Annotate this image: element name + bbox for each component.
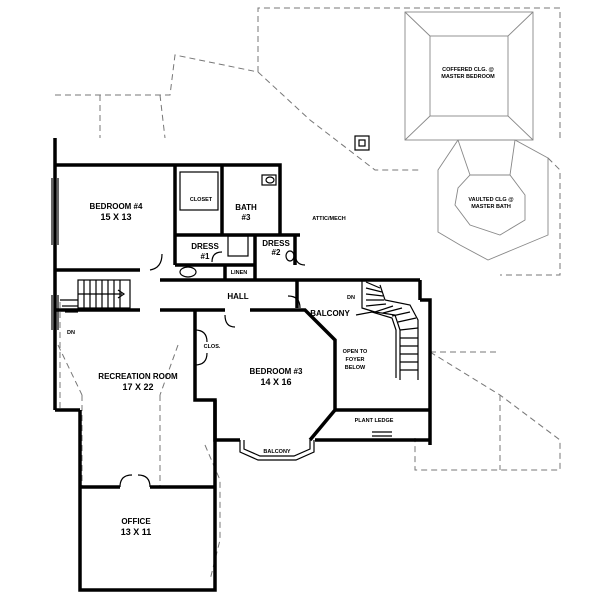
linen-label: LINEN (231, 270, 248, 276)
fixtures (51, 171, 392, 488)
dress-1-label: DRESS (191, 242, 219, 251)
room-labels: BEDROOM #4 15 X 13 CLOSET BATH #3 DRESS … (67, 67, 514, 537)
bath-3-label: BATH (235, 203, 257, 212)
chimney (354, 135, 370, 151)
stair-left-dn-label: DN (67, 330, 75, 336)
vaulted-ceiling-line2: MASTER BATH (471, 204, 511, 210)
closet-label: CLOSET (190, 197, 213, 203)
stair-right-dn-label: DN (347, 295, 355, 301)
open-to-foyer-line1: OPEN TO (343, 349, 368, 355)
attic-mech-label: ATTIC/MECH (312, 216, 346, 222)
office-size: 13 X 11 (121, 527, 152, 537)
dress-1-number: #1 (201, 252, 210, 261)
plant-ledge-label: PLANT LEDGE (355, 418, 394, 424)
roof-outline (55, 7, 561, 581)
bedroom-3-size: 14 X 16 (260, 377, 291, 387)
dress-2-number: #2 (272, 248, 281, 257)
stair-right (355, 280, 419, 380)
dress-2-label: DRESS (262, 239, 290, 248)
coffered-ceiling-line1: COFFERED CLG. @ (442, 67, 494, 73)
vaulted-ceiling-line1: VAULTED CLG @ (468, 197, 514, 203)
open-to-foyer-line2: FOYER (346, 357, 365, 363)
stair-left (60, 279, 131, 313)
hall-label: HALL (227, 292, 248, 301)
recreation-room-label: RECREATION ROOM (98, 372, 178, 381)
coffered-ceiling-line2: MASTER BEDROOM (441, 74, 495, 80)
walls (53, 138, 432, 592)
clos-label: CLOS. (204, 344, 221, 350)
bedroom-3-label: BEDROOM #3 (250, 367, 303, 376)
office-label: OFFICE (121, 517, 151, 526)
balcony-lower-label: BALCONY (263, 449, 291, 455)
bedroom-4-size: 15 X 13 (100, 212, 131, 222)
bath-3-number: #3 (242, 213, 251, 222)
open-to-foyer-line3: BELOW (345, 365, 366, 371)
recreation-room-size: 17 X 22 (122, 382, 153, 392)
balcony-upper-label: BALCONY (310, 309, 350, 318)
bedroom-4-label: BEDROOM #4 (90, 202, 143, 211)
